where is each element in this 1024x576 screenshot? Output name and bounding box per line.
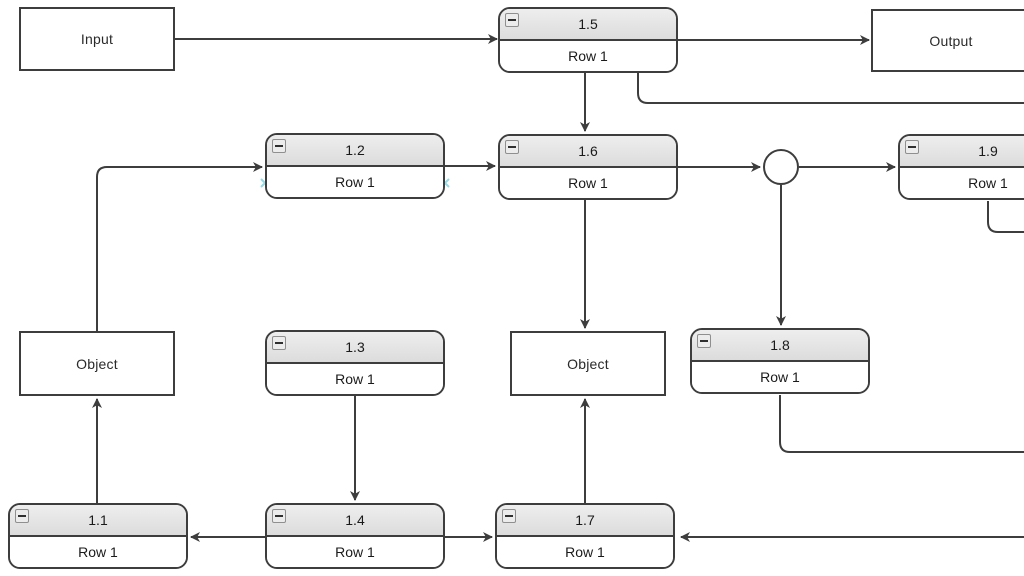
edge-object-left-to-1-2[interactable] bbox=[96, 162, 263, 331]
table-node-1-9[interactable]: 1.9 Row 1 bbox=[898, 134, 1024, 200]
table-row[interactable]: Row 1 bbox=[267, 364, 443, 394]
table-row-label: Row 1 bbox=[760, 369, 800, 385]
node-output-label: Output bbox=[929, 32, 973, 49]
collapse-icon[interactable] bbox=[15, 509, 29, 523]
table-row-label: Row 1 bbox=[335, 371, 375, 387]
table-title: 1.5 bbox=[578, 16, 598, 32]
table-row[interactable]: Row 1 bbox=[10, 537, 186, 567]
table-node-1-5[interactable]: 1.5 Row 1 bbox=[498, 7, 678, 73]
table-title: 1.7 bbox=[575, 512, 595, 528]
table-row[interactable]: Row 1 bbox=[497, 537, 673, 567]
table-header: 1.1 bbox=[10, 505, 186, 537]
table-row[interactable]: Row 1 bbox=[692, 362, 868, 392]
collapse-icon[interactable] bbox=[905, 140, 919, 154]
table-row-label: Row 1 bbox=[568, 48, 608, 64]
collapse-icon[interactable] bbox=[505, 13, 519, 27]
collapse-icon[interactable] bbox=[505, 140, 519, 154]
collapse-icon[interactable] bbox=[272, 336, 286, 350]
table-row[interactable]: Row 1 bbox=[267, 537, 443, 567]
table-title: 1.2 bbox=[345, 142, 365, 158]
table-title: 1.3 bbox=[345, 339, 365, 355]
table-row-label: Row 1 bbox=[78, 544, 118, 560]
table-node-1-7[interactable]: 1.7 Row 1 bbox=[495, 503, 675, 569]
table-header: 1.2 bbox=[267, 135, 443, 167]
node-input-label: Input bbox=[80, 31, 114, 47]
table-title: 1.6 bbox=[578, 143, 598, 159]
table-title: 1.4 bbox=[345, 512, 365, 528]
table-header: 1.6 bbox=[500, 136, 676, 168]
node-input[interactable]: Input bbox=[19, 7, 175, 71]
table-title: 1.8 bbox=[770, 337, 790, 353]
table-row[interactable]: Row 1 bbox=[267, 167, 443, 197]
table-node-1-3[interactable]: 1.3 Row 1 bbox=[265, 330, 445, 396]
node-object-center[interactable]: Object bbox=[510, 331, 666, 396]
edge-1-9-elbow-offscreen[interactable] bbox=[987, 201, 1024, 233]
table-node-1-4[interactable]: 1.4 Row 1 bbox=[265, 503, 445, 569]
table-header: 1.8 bbox=[692, 330, 868, 362]
table-row-label: Row 1 bbox=[335, 544, 375, 560]
table-header: 1.7 bbox=[497, 505, 673, 537]
table-node-1-2[interactable]: 1.2 Row 1 bbox=[265, 133, 445, 199]
collapse-icon[interactable] bbox=[502, 509, 516, 523]
collapse-icon[interactable] bbox=[272, 139, 286, 153]
edge-1-8-elbow-offscreen[interactable] bbox=[779, 395, 1024, 453]
table-node-1-8[interactable]: 1.8 Row 1 bbox=[690, 328, 870, 394]
collapse-icon[interactable] bbox=[272, 509, 286, 523]
table-node-1-6[interactable]: 1.6 Row 1 bbox=[498, 134, 678, 200]
table-header: 1.5 bbox=[500, 9, 676, 41]
node-object-left-label: Object bbox=[76, 355, 118, 372]
table-title: 1.1 bbox=[88, 512, 108, 528]
node-object-left[interactable]: Object bbox=[19, 331, 175, 396]
table-row[interactable]: Row 1 bbox=[500, 41, 676, 71]
table-row[interactable]: Row 1 bbox=[900, 168, 1024, 198]
table-row-label: Row 1 bbox=[565, 544, 605, 560]
table-row-label: Row 1 bbox=[568, 175, 608, 191]
node-object-center-label: Object bbox=[567, 355, 609, 372]
edge-1-5-elbow-offscreen[interactable] bbox=[637, 73, 1024, 104]
table-node-1-1[interactable]: 1.1 Row 1 bbox=[8, 503, 188, 569]
collapse-icon[interactable] bbox=[697, 334, 711, 348]
table-header: 1.4 bbox=[267, 505, 443, 537]
table-row[interactable]: Row 1 bbox=[500, 168, 676, 198]
table-header: 1.9 bbox=[900, 136, 1024, 168]
node-output[interactable]: Output bbox=[871, 9, 1024, 72]
table-title: 1.9 bbox=[978, 143, 998, 159]
table-header: 1.3 bbox=[267, 332, 443, 364]
table-row-label: Row 1 bbox=[968, 175, 1008, 191]
junction-circle[interactable] bbox=[763, 149, 799, 185]
table-row-label: Row 1 bbox=[335, 174, 375, 190]
